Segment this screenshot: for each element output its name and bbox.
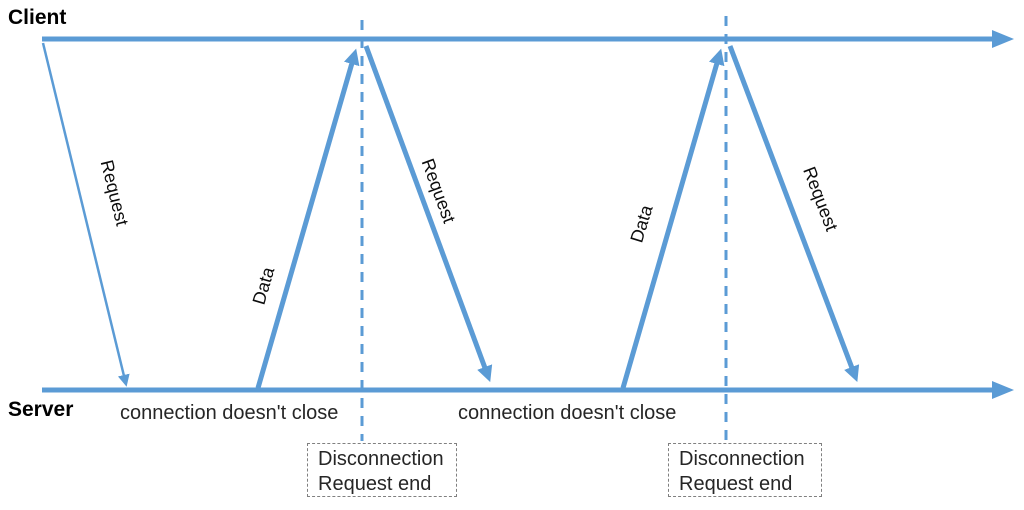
data-arrow-2 <box>620 48 725 389</box>
client-actor-label: Client <box>8 6 67 29</box>
request-arrow-1 <box>41 42 130 387</box>
connection-note-2: connection doesn't close <box>458 402 677 424</box>
connection-note-1: connection doesn't close <box>120 402 339 424</box>
request-arrow-3 <box>727 45 860 383</box>
disconnection-box-2: Disconnection Request end <box>668 443 822 497</box>
request-arrow-2 <box>363 45 493 383</box>
disconnection-box-2-line1: Disconnection <box>679 448 805 470</box>
disconnection-box-1-line2: Request end <box>318 473 432 495</box>
server-actor-label: Server <box>8 398 74 421</box>
data-arrow-1 <box>255 48 360 389</box>
disconnection-box-1: Disconnection Request end <box>307 443 457 497</box>
disconnection-box-1-line1: Disconnection <box>318 448 444 470</box>
disconnection-box-2-line2: Request end <box>679 473 793 495</box>
